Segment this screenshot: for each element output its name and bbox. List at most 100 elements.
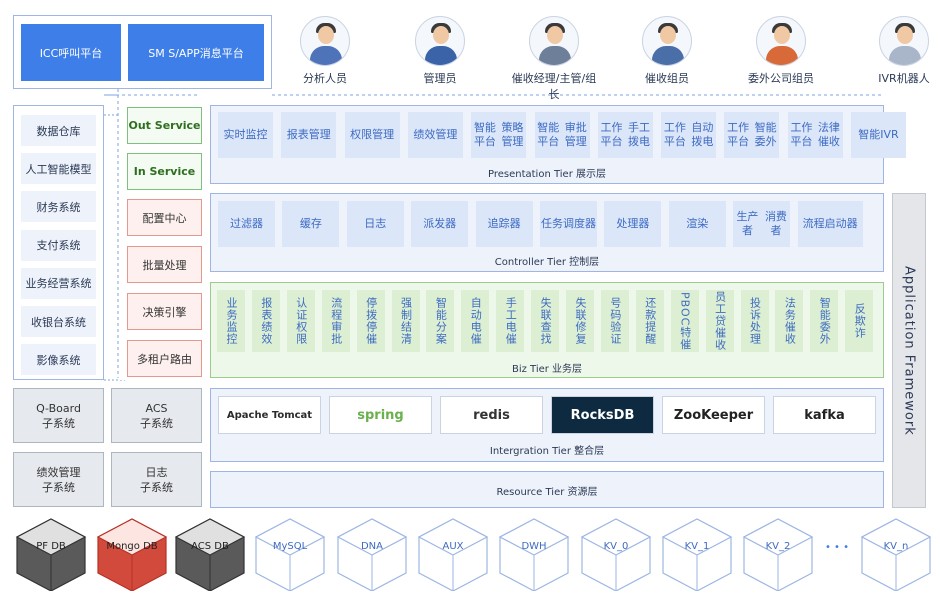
presentation-item[interactable]: 工作平台智能委外	[724, 112, 780, 158]
controller-item[interactable]: 流程启动器	[797, 201, 863, 247]
controller-item[interactable]: 生产者消费者	[733, 201, 791, 247]
subsystem-box[interactable]: 绩效管理子系统	[13, 452, 104, 507]
left-system-item[interactable]: 人工智能模型	[21, 153, 96, 185]
database-1[interactable]: Mongo DB	[94, 515, 170, 592]
database-4[interactable]: DNA	[334, 515, 410, 592]
biz-item[interactable]: PBOC特催	[670, 290, 699, 352]
biz-item[interactable]: 停拨停催	[356, 290, 385, 352]
biz-item[interactable]: 员工贷催收	[705, 290, 734, 352]
avatar-head	[774, 26, 790, 44]
red-item[interactable]: 多租户路由	[127, 340, 202, 377]
role-label: 催收经理/主管/组长	[511, 72, 597, 101]
presentation-item[interactable]: 智能平台审批管理	[534, 112, 590, 158]
database-label: Mongo DB	[106, 541, 158, 552]
presentation-item[interactable]: 报表管理	[281, 112, 337, 158]
role-5[interactable]: IVR机器人	[857, 16, 940, 86]
left-system-item[interactable]: 支付系统	[21, 229, 96, 261]
sms-app-platform-button[interactable]: SM S/APP消息平台	[128, 24, 264, 81]
role-0[interactable]: 分析人员	[278, 16, 372, 86]
biz-item[interactable]: 认证权限	[286, 290, 315, 352]
database-10[interactable]: KV_n	[858, 515, 934, 592]
database-5[interactable]: AUX	[415, 515, 491, 592]
presentation-item[interactable]: 工作平台法律催收	[787, 112, 843, 158]
out-service-box[interactable]: Out Service	[127, 107, 202, 144]
biz-item[interactable]: 号码验证	[600, 290, 629, 352]
biz-item[interactable]: 手工电催	[496, 290, 525, 352]
database-2[interactable]: ACS DB	[172, 515, 248, 592]
database-6[interactable]: DWH	[496, 515, 572, 592]
integration-logo-2[interactable]: redis	[440, 396, 543, 434]
red-item[interactable]: 决策引擎	[127, 293, 202, 330]
left-system-item[interactable]: 数据仓库	[21, 115, 96, 146]
line-text: 实时监控	[223, 128, 268, 141]
presentation-item[interactable]: 工作平台手工拨电	[597, 112, 653, 158]
biz-item[interactable]: 智能委外	[810, 290, 839, 352]
presentation-item[interactable]: 工作平台自动拨电	[661, 112, 717, 158]
presentation-item[interactable]: 绩效管理	[407, 112, 463, 158]
controller-item[interactable]: 过滤器	[218, 201, 275, 247]
role-1[interactable]: 管理员	[393, 16, 487, 86]
biz-item[interactable]: 智能分案	[426, 290, 455, 352]
biz-item[interactable]: 还款提醒	[635, 290, 664, 352]
integration-logo-3[interactable]: RocksDB	[551, 396, 654, 434]
integration-logo-4[interactable]: ZooKeeper	[662, 396, 765, 434]
database-8[interactable]: KV_1	[659, 515, 735, 592]
line-text: 绩效管理	[413, 128, 458, 141]
line-text: 流程启动器	[802, 217, 858, 230]
biz-item[interactable]: 自动电催	[461, 290, 490, 352]
red-item[interactable]: 批量处理	[127, 246, 202, 283]
database-7[interactable]: KV_0	[578, 515, 654, 592]
presentation-item[interactable]: 实时监控	[218, 112, 273, 158]
in-service-box[interactable]: In Service	[127, 153, 202, 190]
database-label: KV_2	[765, 541, 791, 552]
controller-item[interactable]: 处理器	[604, 201, 662, 247]
database-hexagon-icon	[254, 518, 326, 592]
biz-item[interactable]: 投诉处理	[740, 290, 769, 352]
left-system-item[interactable]: 财务系统	[21, 191, 96, 223]
person-avatar-icon	[756, 16, 806, 66]
integration-logo-5[interactable]: kafka	[773, 396, 876, 434]
red-item[interactable]: 配置中心	[127, 199, 202, 236]
controller-item[interactable]: 追踪器	[475, 201, 533, 247]
line-text: 消费者	[764, 210, 787, 237]
database-3[interactable]: MySQL	[252, 515, 328, 592]
application-framework-bar	[892, 193, 926, 508]
line-text: 自动拨电	[691, 121, 714, 148]
line-text: 子系统	[140, 480, 173, 494]
presentation-item[interactable]: 智能IVR	[851, 112, 906, 158]
biz-item[interactable]: 法务催收	[775, 290, 804, 352]
role-3[interactable]: 催收组员	[620, 16, 714, 86]
line-text: 工作平台	[600, 121, 623, 148]
left-system-item[interactable]: 业务经营系统	[21, 267, 96, 299]
presentation-item[interactable]: 智能平台策略管理	[471, 112, 527, 158]
biz-item[interactable]: 反欺诈	[845, 290, 874, 352]
biz-item[interactable]: 报表绩效	[251, 290, 280, 352]
controller-item[interactable]: 缓存	[282, 201, 340, 247]
presentation-item[interactable]: 权限管理	[344, 112, 400, 158]
biz-item[interactable]: 强制结清	[391, 290, 420, 352]
biz-item[interactable]: 业务监控	[217, 290, 245, 352]
role-2[interactable]: 催收经理/主管/组长	[507, 16, 601, 102]
database-label: KV_0	[603, 541, 629, 552]
controller-item[interactable]: 日志	[346, 201, 404, 247]
integration-logo-0[interactable]: Apache Tomcat	[218, 396, 321, 434]
avatar-body	[889, 46, 921, 65]
biz-item[interactable]: 失联修复	[566, 290, 594, 352]
database-0[interactable]: PF DB	[13, 515, 89, 592]
biz-item[interactable]: 流程审批	[321, 290, 350, 352]
database-9[interactable]: KV_2	[740, 515, 816, 592]
role-label: 催收组员	[645, 72, 689, 85]
subsystem-box[interactable]: 日志子系统	[111, 452, 202, 507]
integration-logo-1[interactable]: spring	[329, 396, 432, 434]
controller-item[interactable]: 任务调度器	[540, 201, 597, 247]
biz-item[interactable]: 失联查找	[531, 290, 560, 352]
left-system-item[interactable]: 收银台系统	[21, 306, 96, 337]
controller-item[interactable]: 派发器	[411, 201, 469, 247]
icc-platform-button[interactable]: ICC呼叫平台	[21, 24, 121, 81]
line-text: 智能平台	[473, 121, 496, 148]
role-4[interactable]: 委外公司组员	[734, 16, 828, 86]
left-system-item[interactable]: 影像系统	[21, 344, 96, 376]
controller-item[interactable]: 渲染	[668, 201, 726, 247]
